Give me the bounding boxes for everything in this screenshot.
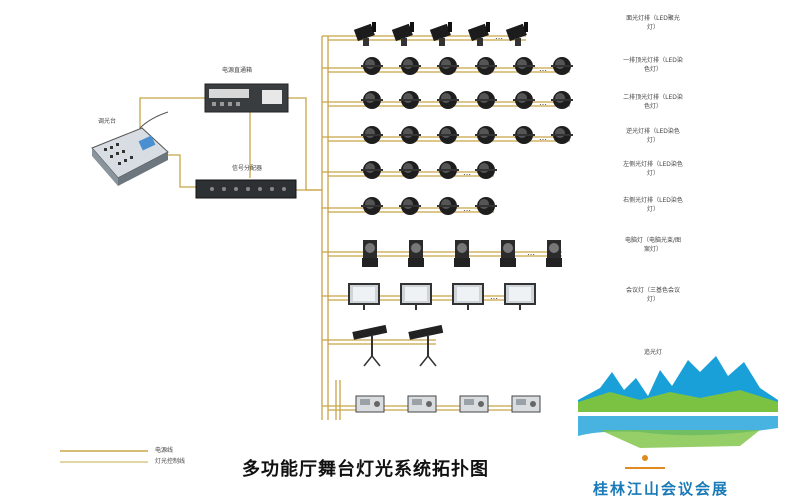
spotlight-fixture-icon [429, 22, 452, 46]
par-fixture-icon [475, 91, 497, 109]
par-fixture-icon [361, 91, 383, 109]
par-fixture-icon [437, 91, 459, 109]
row-label-moving-head: 电脑灯（电脑光束/图案灯） [624, 237, 682, 253]
par-fixture-icon [361, 57, 383, 75]
flood-fixture-icon [400, 283, 432, 310]
effects-fixture-icon [355, 395, 385, 413]
brand-name: 桂林江山会议会展 [593, 480, 730, 498]
spotlight-fixture-icon [505, 22, 528, 46]
moving-head-fixture-icon [362, 240, 378, 267]
signal-splitter-icon [195, 179, 297, 199]
spotlight-fixture-icon [467, 22, 490, 46]
par-fixture-icon [399, 57, 421, 75]
par-fixture-icon [513, 126, 535, 144]
fixture-icons: … … … … … … … … [348, 22, 573, 413]
brand-logo-icon [578, 356, 778, 469]
flood-fixture-icon [348, 283, 380, 310]
console-label: 调光台 [98, 118, 117, 125]
par-fixture-icon [437, 57, 459, 75]
ellipsis-mark: … [527, 248, 535, 257]
par-fixture-icon [475, 126, 497, 144]
par-fixture-icon [437, 126, 459, 144]
diagram-title: 多功能厅舞台灯光系统拓扑图 [242, 459, 489, 480]
row-label-top-light-2: 二排顶光灯排（LED染色灯） [623, 94, 683, 110]
effects-fixture-icon [459, 395, 489, 413]
legend-control-line-label: 灯光控制线 [155, 458, 186, 465]
flood-fixture-icon [504, 283, 536, 310]
signal-splitter-label: 信号分配器 [232, 165, 263, 172]
moving-head-fixture-icon [500, 240, 516, 267]
par-fixture-icon [399, 197, 421, 215]
par-fixture-icon [513, 91, 535, 109]
par-fixture-icon [361, 197, 383, 215]
par-fixture-icon [399, 91, 421, 109]
row-label-follow-spot: 追光灯 [643, 349, 662, 356]
ellipsis-mark: … [463, 204, 471, 213]
flood-fixture-icon [452, 283, 484, 310]
follow-spot-fixture-icon [352, 324, 388, 367]
ellipsis-mark: … [539, 64, 547, 73]
par-fixture-icon [361, 126, 383, 144]
par-fixture-icon [475, 197, 497, 215]
par-fixture-icon [551, 57, 573, 75]
par-fixture-icon [551, 126, 573, 144]
ellipsis-mark: … [539, 98, 547, 107]
row-label-back-light: 逆光灯排（LED染色灯） [626, 128, 680, 144]
par-fixture-icon [475, 161, 497, 179]
row-label-face-light: 面光灯排（LED聚光灯） [626, 15, 680, 31]
spotlight-fixture-icon [391, 22, 414, 46]
moving-head-fixture-icon [454, 240, 470, 267]
row-label-top-light-1: 一排顶光灯排（LED染色灯） [623, 57, 683, 73]
par-fixture-icon [361, 161, 383, 179]
moving-head-fixture-icon [408, 240, 424, 267]
ellipsis-mark: … [539, 133, 547, 142]
par-fixture-icon [399, 161, 421, 179]
lighting-console-icon [91, 111, 169, 186]
follow-spot-fixture-icon [408, 324, 444, 367]
power-box-label: 电源直通箱 [222, 67, 253, 74]
par-fixture-icon [437, 161, 459, 179]
par-fixture-icon [399, 126, 421, 144]
par-fixture-icon [513, 57, 535, 75]
row-label-conference-light: 会议灯（三基色会议灯） [625, 287, 680, 303]
spotlight-fixture-icon [353, 22, 376, 46]
ellipsis-mark: … [490, 292, 498, 301]
moving-head-fixture-icon [546, 240, 562, 267]
effects-fixture-icon [511, 395, 541, 413]
ellipsis-mark: … [463, 168, 471, 177]
effects-fixture-icon [407, 395, 437, 413]
par-fixture-icon [437, 197, 459, 215]
legend-power-line-label: 电源线 [155, 447, 174, 454]
row-label-left-side-light: 左侧光灯排（LED染色灯） [623, 161, 683, 177]
power-direct-box-icon [204, 83, 289, 113]
par-fixture-icon [475, 57, 497, 75]
row-label-right-side-light: 右侧光灯排（LED染色灯） [623, 197, 683, 213]
par-fixture-icon [551, 91, 573, 109]
ellipsis-mark: … [495, 32, 503, 41]
legend [60, 450, 148, 463]
